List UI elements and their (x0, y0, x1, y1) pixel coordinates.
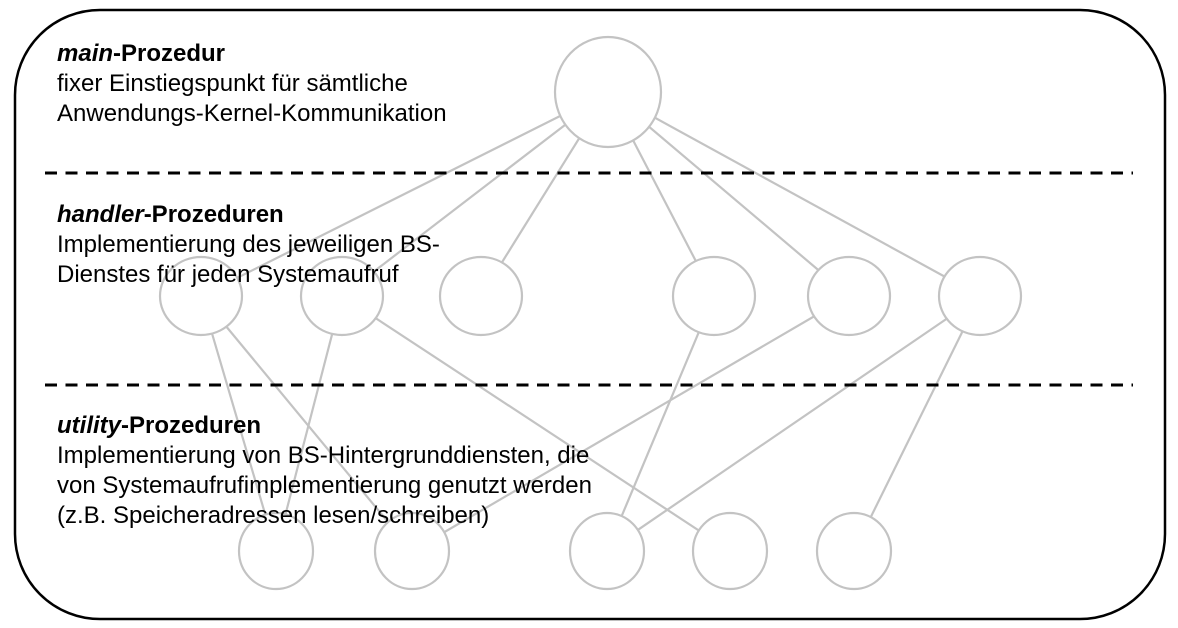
section-line: Implementierung von BS-Hintergrunddienst… (57, 442, 590, 469)
section-line: fixer Einstiegspunkt für sämtliche (57, 70, 408, 97)
section-line: von Systemaufrufimplementierung genutzt … (57, 472, 592, 499)
edge-main-h1 (200, 91, 609, 297)
section-heading-emphasis: utility (57, 412, 121, 439)
edge-h1-u2 (200, 295, 413, 552)
node-handler-h4 (671, 255, 757, 337)
node-main-main (553, 35, 663, 149)
node-utility-u1 (237, 511, 315, 591)
section-heading-rest: -Prozeduren (121, 412, 262, 439)
section-heading: utility-Prozeduren (57, 411, 592, 441)
node-utility-u5 (815, 511, 893, 591)
edge-h1-u1 (199, 295, 278, 552)
node-utility-u3 (568, 511, 646, 591)
section-heading-rest: -Prozeduren (143, 201, 284, 228)
frame-border (13, 8, 1167, 621)
edge-h2-u4 (341, 295, 731, 552)
section-handler-prozeduren: handler-Prozeduren Implementierung des j… (57, 200, 440, 290)
edge-h2-u1 (274, 295, 344, 552)
section-heading-emphasis: handler (57, 201, 144, 228)
section-line: Implementierung des jeweiligen BS- (57, 231, 440, 258)
section-heading-emphasis: main (57, 40, 114, 67)
node-utility-u2 (373, 511, 451, 591)
edge-h4-u3 (605, 295, 716, 552)
node-handler-h5 (806, 255, 892, 337)
section-line: (z.B. Speicheradressen lesen/schreiben) (57, 502, 490, 529)
node-handler-h6 (937, 255, 1023, 337)
section-heading: main-Prozedur (57, 39, 447, 69)
edge-h5-u2 (411, 295, 850, 552)
node-handler-h3 (438, 255, 524, 337)
section-line: Dienstes für jeden Systemaufruf (57, 261, 399, 288)
node-handler-h2 (299, 255, 385, 337)
section-line: Anwendungs-Kernel-Kommunikation (57, 100, 447, 127)
section-heading: handler-Prozeduren (57, 200, 440, 230)
section-main-prozedur: main-Prozedur fixer Einstiegspunkt für s… (57, 39, 447, 129)
edge-h6-u3 (606, 295, 981, 552)
node-handler-h1 (158, 255, 244, 337)
edge-main-h2 (341, 91, 609, 297)
node-utility-u4 (691, 511, 769, 591)
section-heading-rest: -Prozedur (113, 40, 226, 67)
edge-main-h6 (607, 91, 981, 297)
section-utility-prozeduren: utility-Prozeduren Implementierung von B… (57, 411, 592, 531)
edge-h6-u5 (853, 295, 981, 552)
